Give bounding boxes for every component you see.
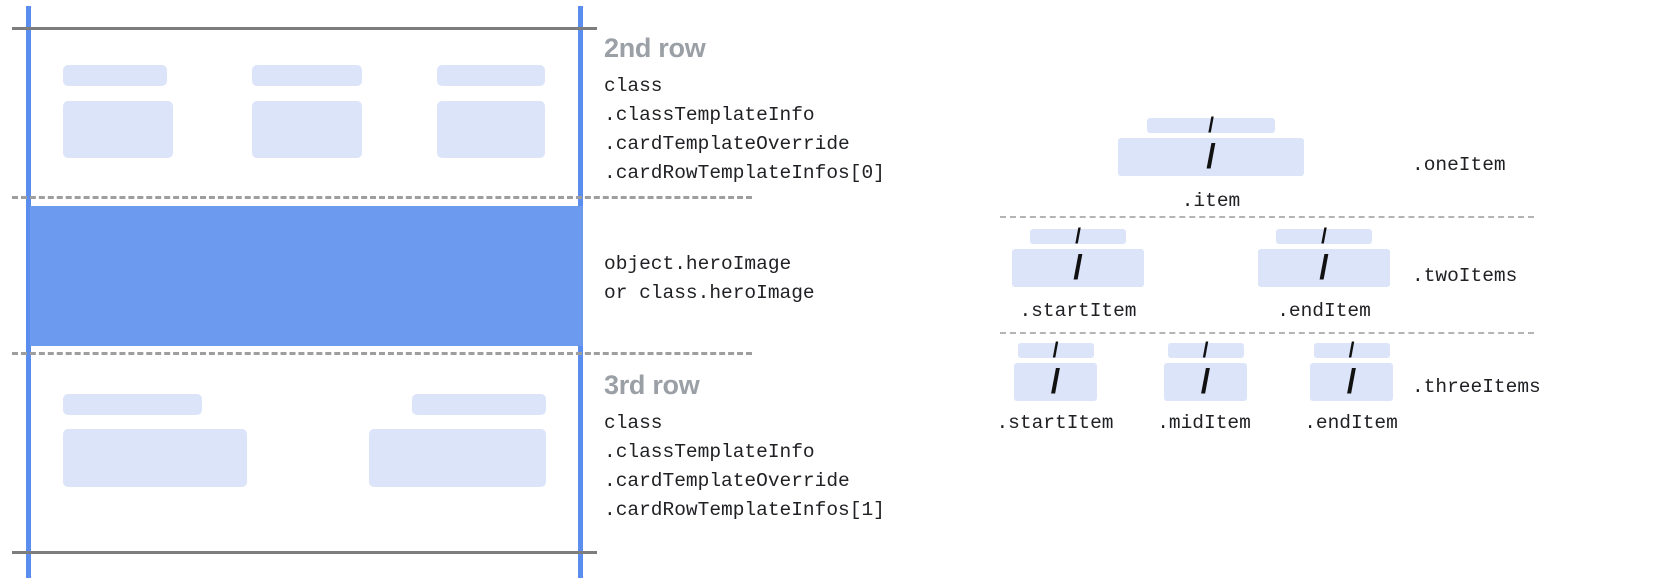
threeitems-mid-tile: / / xyxy=(1164,339,1247,401)
threeitems-end-label-bar: / xyxy=(1313,339,1390,362)
row2-col3-label-placeholder xyxy=(437,65,545,86)
slash-icon: / xyxy=(1319,249,1329,287)
slash-icon: / xyxy=(1208,114,1214,137)
threeitems-start-value-bar: / xyxy=(1014,363,1097,401)
row2-code: class .classTemplateInfo .cardTemplateOv… xyxy=(604,75,885,184)
row-separator-top xyxy=(12,196,752,199)
oneitem-value-bar: / xyxy=(1118,138,1304,176)
slash-icon: / xyxy=(1075,225,1081,248)
card-left-guide xyxy=(26,6,31,578)
slash-icon: / xyxy=(1050,363,1061,401)
slash-icon: / xyxy=(1202,339,1209,362)
row3-code: class .classTemplateInfo .cardTemplateOv… xyxy=(604,412,885,521)
threeitems-end-tile: / / xyxy=(1310,339,1393,401)
threeitems-mid-label-bar: / xyxy=(1167,339,1244,362)
card-bottom-rule xyxy=(12,551,597,554)
twoitems-caption-end: .endItem xyxy=(1277,300,1371,322)
row2-col3-value-placeholder xyxy=(437,101,545,158)
items-separator-1 xyxy=(1000,216,1534,218)
row3-col2-label-placeholder xyxy=(412,394,546,415)
row2-col1-label-placeholder xyxy=(63,65,167,86)
twoitems-end-value-bar: / xyxy=(1258,249,1390,287)
threeitems-start-label-bar: / xyxy=(1017,339,1094,362)
row2-title: 2nd row xyxy=(604,33,706,63)
threeitems-caption-end: .endItem xyxy=(1304,412,1398,434)
hero-code: object.heroImage or class.heroImage xyxy=(604,253,815,304)
oneitem-group-label: .oneItem xyxy=(1412,154,1506,176)
twoitems-start-value-bar: / xyxy=(1012,249,1144,287)
threeitems-end-value-bar: / xyxy=(1310,363,1393,401)
row3-col2-value-placeholder xyxy=(369,429,546,487)
twoitems-start-tile: / / xyxy=(1012,225,1144,287)
row-separator-bottom xyxy=(12,352,752,355)
row3-title: 3rd row xyxy=(604,370,700,400)
twoitems-group-label: .twoItems xyxy=(1412,265,1518,287)
slash-icon: / xyxy=(1200,363,1211,401)
twoitems-end-tile: / / xyxy=(1258,225,1390,287)
row3-col1-value-placeholder xyxy=(63,429,247,487)
twoitems-start-label-bar: / xyxy=(1030,225,1126,248)
oneitem-caption-item: .item xyxy=(1181,190,1241,212)
twoitems-caption-start: .startItem xyxy=(1019,300,1137,322)
threeitems-caption-mid: .midItem xyxy=(1157,412,1251,434)
threeitems-start-tile: / / xyxy=(1014,339,1097,401)
threeitems-caption-start: .startItem xyxy=(996,412,1114,434)
slash-icon: / xyxy=(1052,339,1059,362)
twoitems-end-label-bar: / xyxy=(1276,225,1372,248)
slash-icon: / xyxy=(1346,363,1357,401)
slash-icon: / xyxy=(1348,339,1355,362)
row2-col2-value-placeholder xyxy=(252,101,362,158)
row3-col1-label-placeholder xyxy=(63,394,202,415)
oneitem-label-bar: / xyxy=(1147,114,1275,137)
slash-icon: / xyxy=(1206,138,1216,176)
threeitems-mid-value-bar: / xyxy=(1164,363,1247,401)
hero-image-band xyxy=(30,206,583,346)
row2-col2-label-placeholder xyxy=(252,65,362,86)
slash-icon: / xyxy=(1321,225,1327,248)
card-top-rule xyxy=(12,27,597,30)
row2-col1-value-placeholder xyxy=(63,101,173,158)
threeitems-group-label: .threeItems xyxy=(1412,376,1541,398)
oneitem-tile: / / xyxy=(1118,114,1304,176)
slash-icon: / xyxy=(1073,249,1083,287)
items-separator-2 xyxy=(1000,332,1534,334)
